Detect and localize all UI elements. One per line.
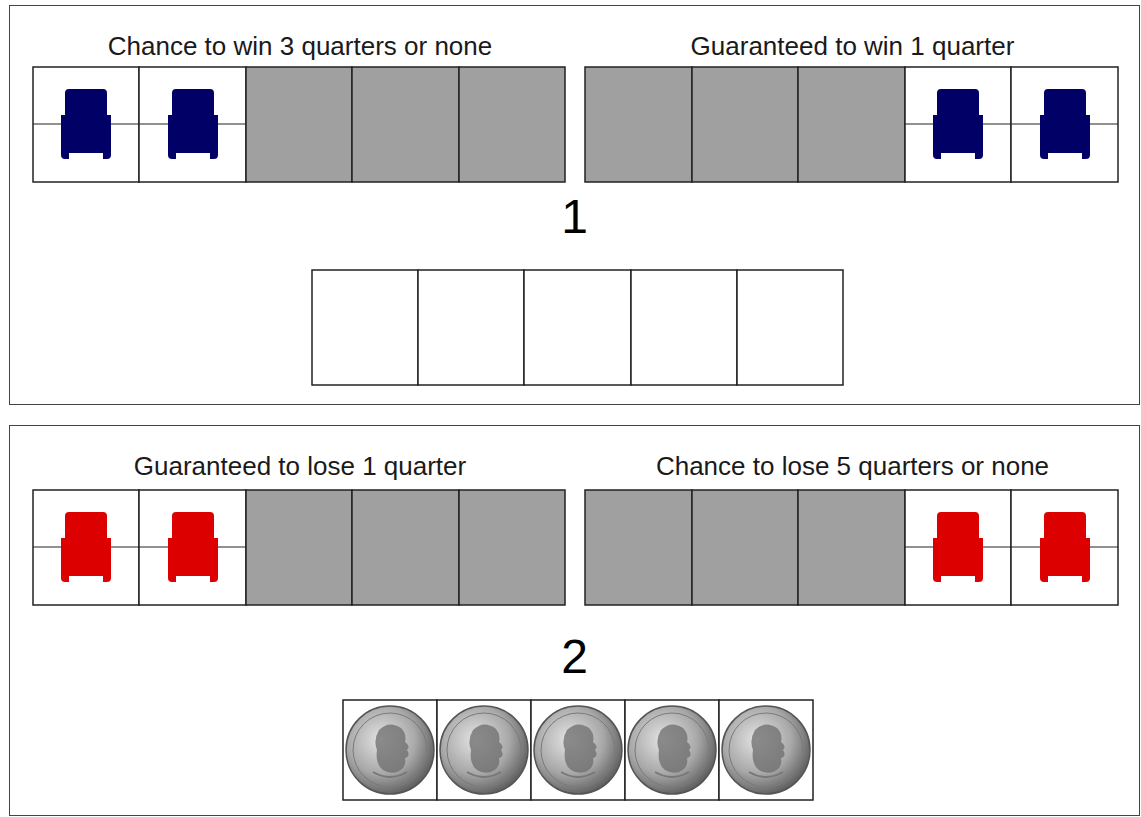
result-cells <box>312 270 843 385</box>
trial-number: 1 <box>10 189 1139 245</box>
option-row: Guaranteed to lose 1 quarter <box>34 446 566 606</box>
option-heading: Chance to win 3 quarters or none <box>34 28 566 64</box>
trial-panel: 2 Guaranteed to lose 1 quarter Chance to l… <box>9 425 1140 816</box>
option-row: Chance to lose 5 quarters or none <box>586 446 1119 606</box>
cell-lines <box>33 124 1118 547</box>
quarter-coins <box>343 700 813 800</box>
blue-token <box>61 89 1090 159</box>
option-cells <box>33 490 565 605</box>
option-heading: Chance to lose 5 quarters or none <box>586 448 1119 484</box>
option-row: Chance to win 3 quarters or none <box>34 26 566 183</box>
option-cells <box>33 67 565 182</box>
trial-number: 2 <box>10 629 1139 685</box>
option-heading: Guaranteed to win 1 quarter <box>586 28 1119 64</box>
trial-panel: 1 Chance to win 3 quarters or none Guarant… <box>9 5 1140 405</box>
option-heading: Guaranteed to lose 1 quarter <box>34 448 566 484</box>
option-cells <box>585 67 1118 182</box>
red-token <box>61 512 1090 582</box>
option-row: Guaranteed to win 1 quarter <box>586 26 1119 183</box>
option-cells <box>585 490 1118 605</box>
